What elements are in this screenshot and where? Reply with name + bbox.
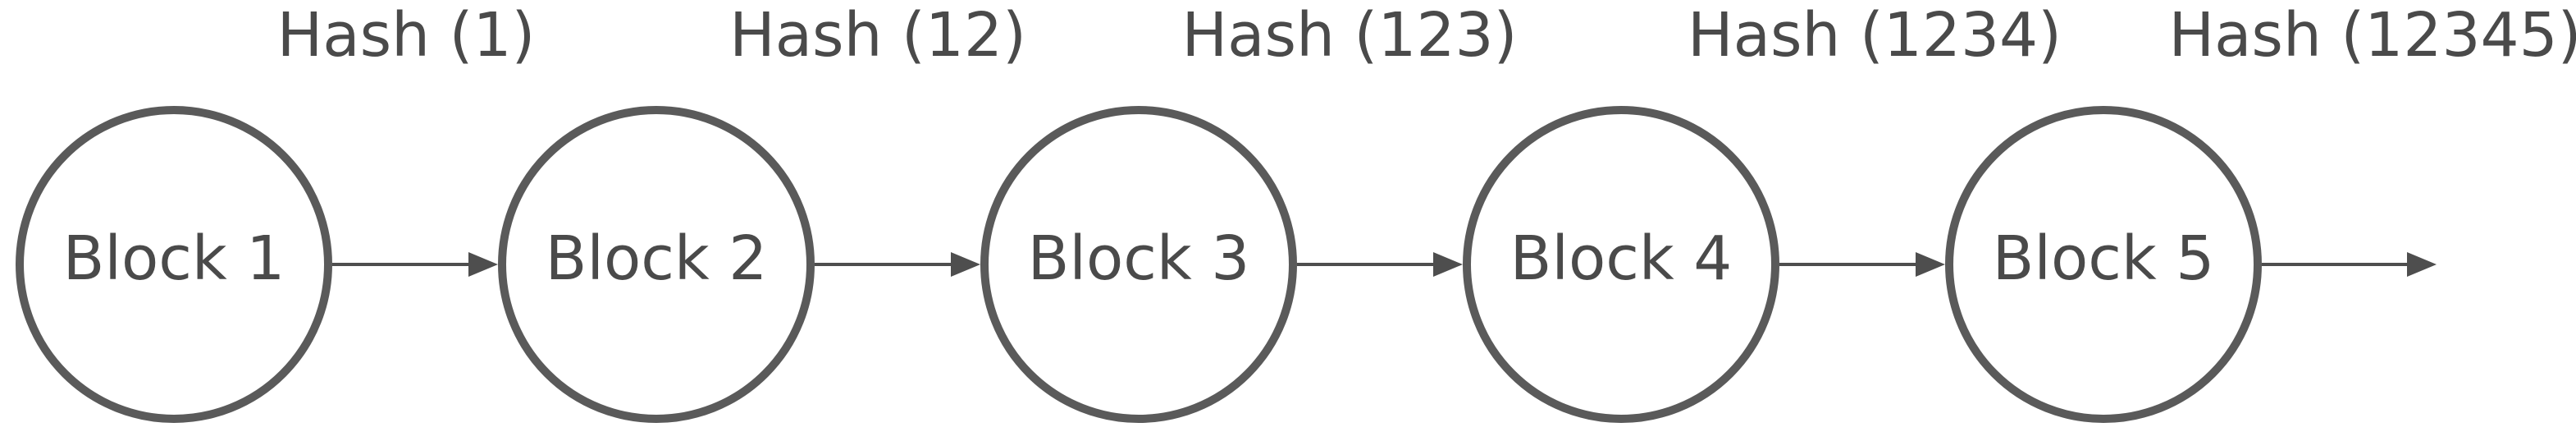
block-label-2: Block 2 bbox=[545, 223, 768, 294]
block-node-4: Block 4 bbox=[1463, 106, 1779, 423]
arrow-head-icon bbox=[468, 252, 498, 277]
arrow-head-icon bbox=[1916, 252, 1945, 277]
arrow-shaft bbox=[1779, 263, 1919, 266]
connector-arrow-3 bbox=[1297, 252, 1463, 277]
block-label-3: Block 3 bbox=[1027, 223, 1250, 294]
arrow-shaft bbox=[332, 263, 472, 266]
connector-arrow-2 bbox=[815, 252, 980, 277]
block-label-5: Block 5 bbox=[1992, 223, 2215, 294]
arrow-shaft bbox=[815, 263, 954, 266]
block-label-4: Block 4 bbox=[1510, 223, 1733, 294]
block-node-3: Block 3 bbox=[980, 106, 1297, 423]
arrow-head-icon bbox=[2407, 252, 2437, 277]
hash-label-4: Hash (1234) bbox=[1687, 0, 2062, 71]
connector-arrow-1 bbox=[332, 252, 498, 277]
arrow-shaft bbox=[1297, 263, 1436, 266]
block-node-1: Block 1 bbox=[16, 106, 332, 423]
block-node-2: Block 2 bbox=[498, 106, 815, 423]
arrow-head-icon bbox=[1433, 252, 1463, 277]
arrow-head-icon bbox=[951, 252, 980, 277]
hash-label-5: Hash (12345) bbox=[2168, 0, 2576, 71]
block-node-5: Block 5 bbox=[1945, 106, 2262, 423]
hash-label-2: Hash (12) bbox=[729, 0, 1026, 71]
block-label-1: Block 1 bbox=[62, 223, 285, 294]
hash-label-1: Hash (1) bbox=[276, 0, 536, 71]
hash-label-3: Hash (123) bbox=[1181, 0, 1518, 71]
connector-arrow-tail bbox=[2262, 252, 2437, 277]
arrow-shaft bbox=[2262, 263, 2410, 266]
connector-arrow-4 bbox=[1779, 252, 1945, 277]
